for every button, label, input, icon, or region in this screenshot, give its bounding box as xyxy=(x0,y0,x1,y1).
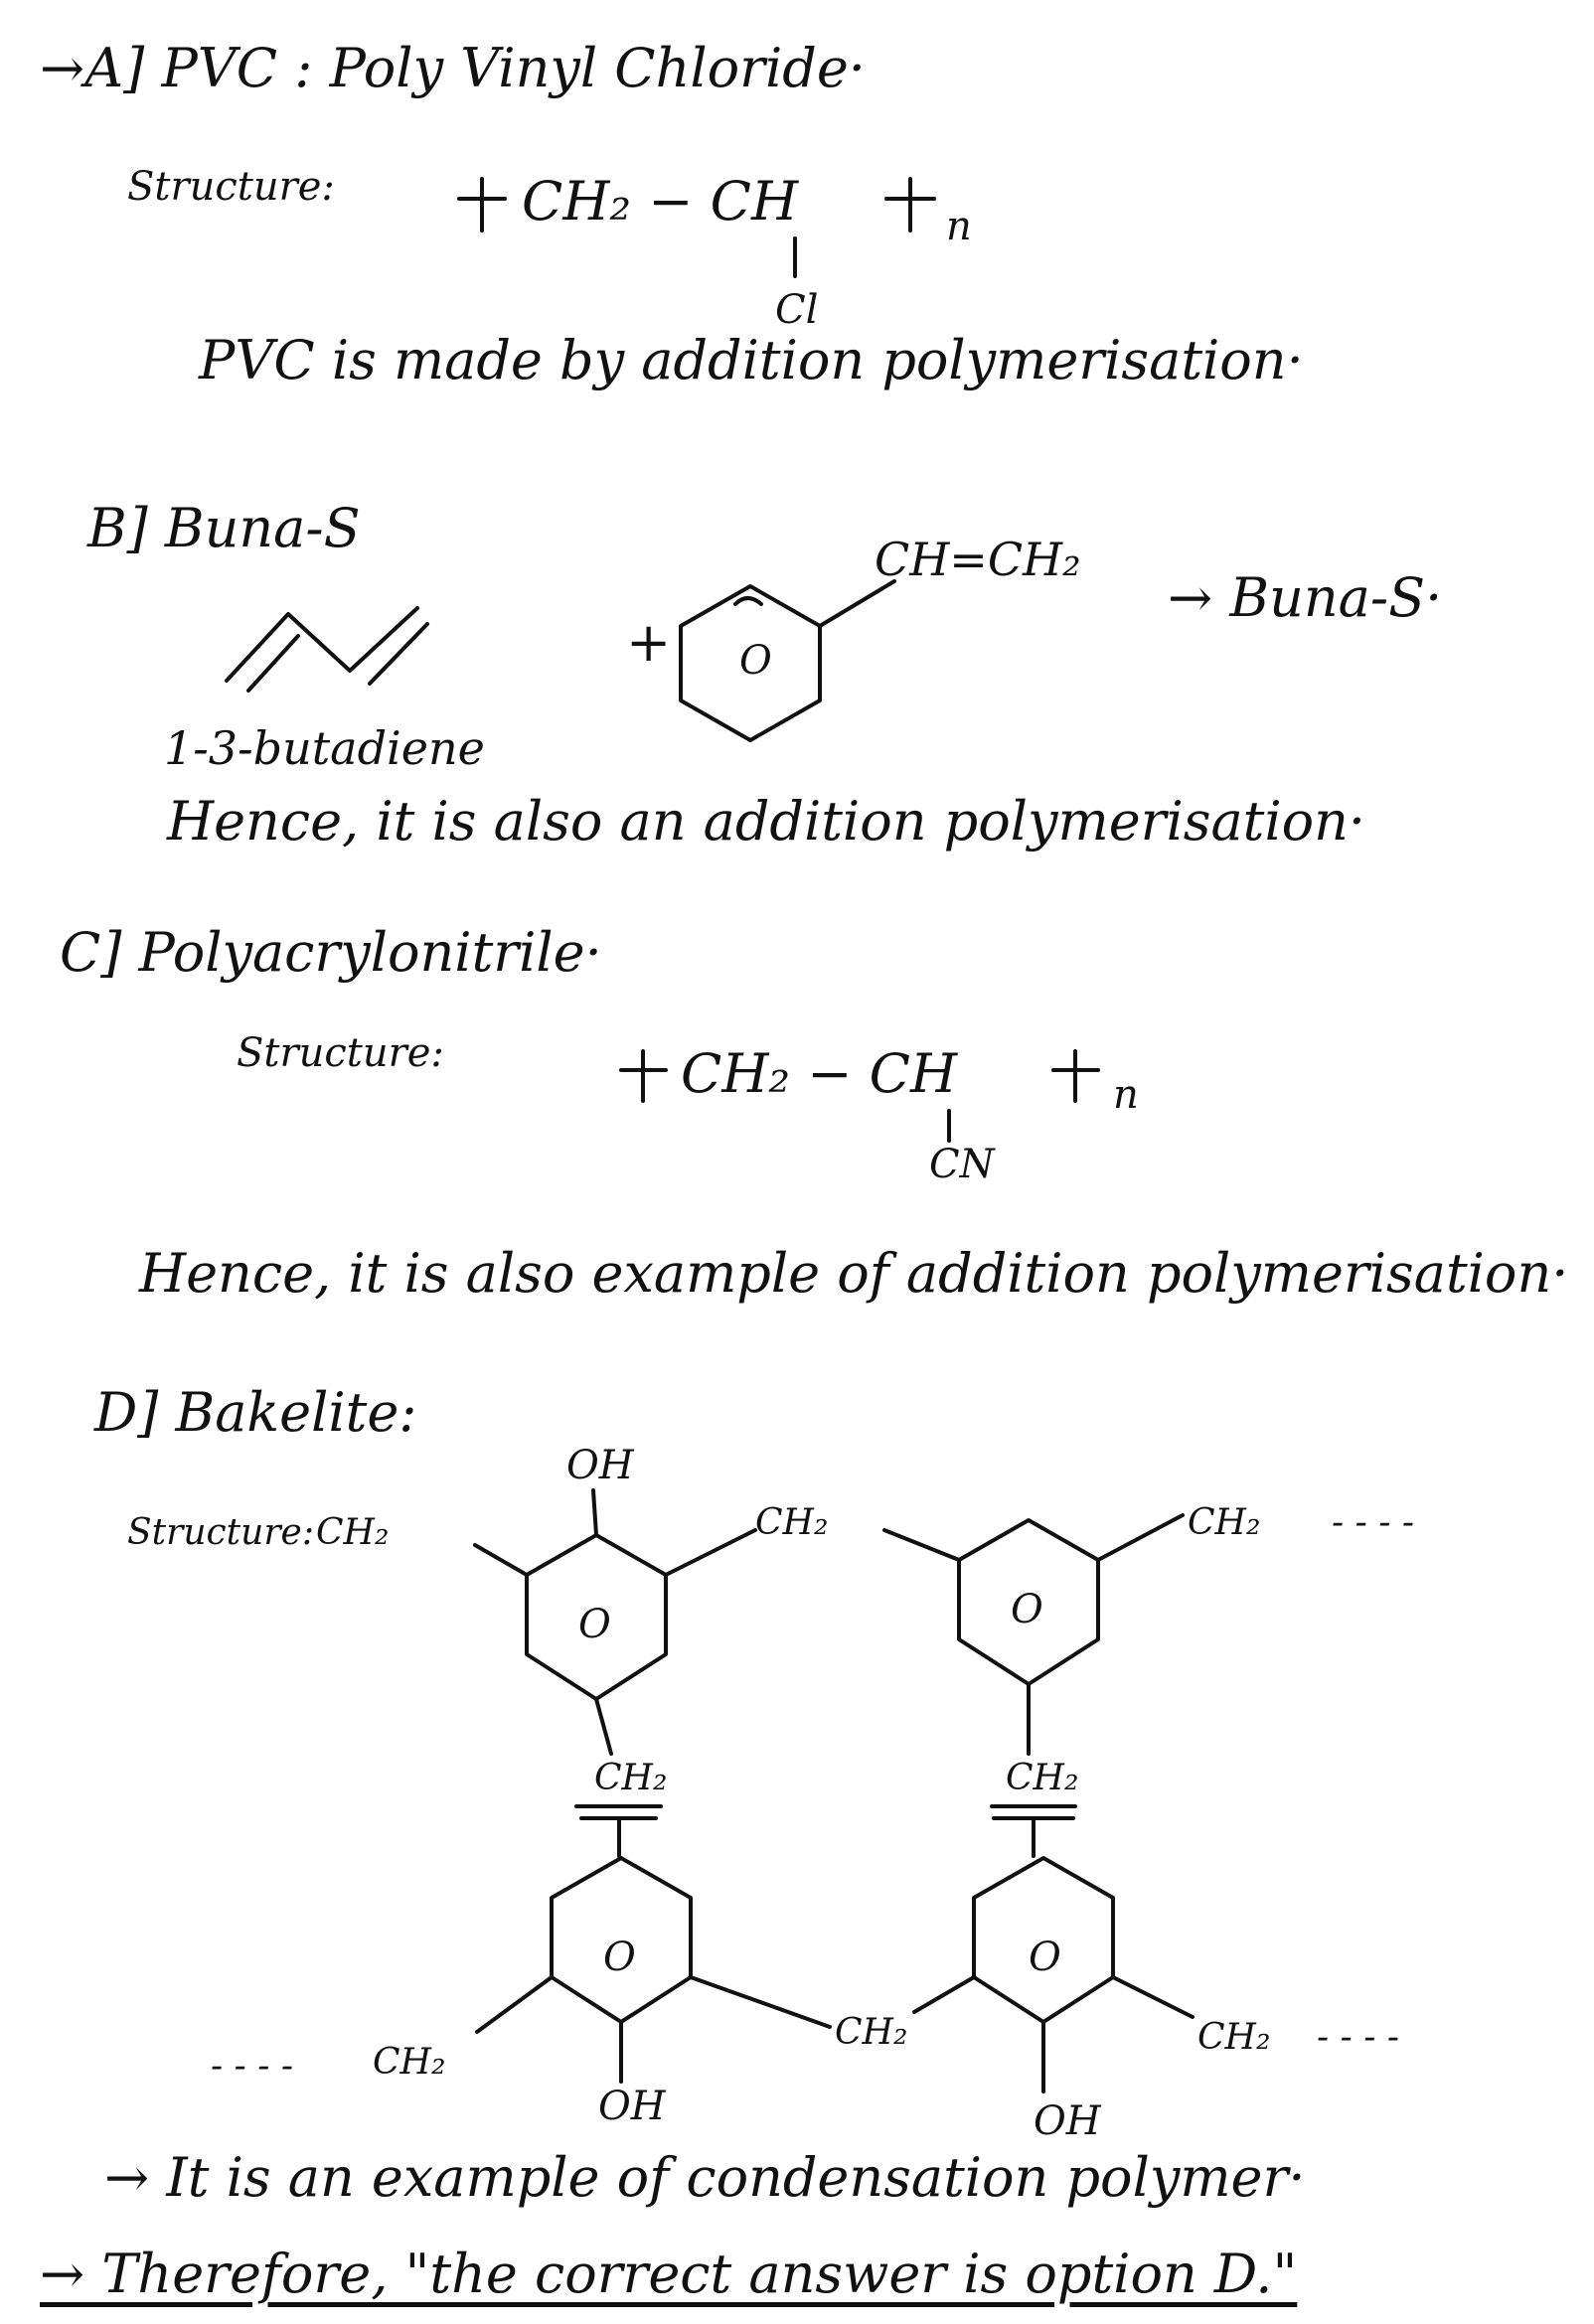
section-b-diene-label: 1-3-butadiene xyxy=(164,721,485,775)
butadiene-skeleton xyxy=(225,606,429,693)
pan-repeat-unit-brackets xyxy=(619,1049,1100,1143)
bakelite-ring2-center: O xyxy=(1011,1587,1043,1632)
section-c-formula-chain: CH₂ − CH xyxy=(681,1042,958,1105)
section-c-substituent: CN xyxy=(929,1142,995,1187)
section-b-heading: B] Buna-S xyxy=(87,497,361,559)
section-b-ring-center: O xyxy=(739,638,772,684)
bakelite-ring-4 xyxy=(912,1856,1195,2093)
bakelite-ch2-top-right: CH₂ xyxy=(1188,1502,1261,1543)
bakelite-dashes-top-right: - - - - xyxy=(1332,1502,1414,1543)
bakelite-ch2-top-middle: CH₂ xyxy=(755,1502,829,1543)
section-a-statement: PVC is made by addition polymerisation· xyxy=(199,329,1304,391)
section-c-heading: C] Polyacrylonitrile· xyxy=(60,921,602,984)
section-d-structure-label: Structure: xyxy=(127,1512,314,1553)
section-b-statement: Hence, it is also an addition polymerisa… xyxy=(167,790,1366,852)
bakelite-ch2-bottom-right: CH₂ xyxy=(1197,2017,1271,2058)
bakelite-ch2-left: CH₂ xyxy=(316,1512,390,1553)
bakelite-ring-3 xyxy=(475,1856,832,2084)
section-b-product: → Buna-S· xyxy=(1168,566,1443,629)
section-a-heading: →A] PVC : Poly Vinyl Chloride· xyxy=(40,37,866,99)
bakelite-oh-bottom-left: OH xyxy=(598,2084,666,2129)
bakelite-dashes-bottom-left: - - - - xyxy=(211,2046,293,2087)
section-d-conclusion: → It is an example of condensation polym… xyxy=(104,2146,1306,2209)
bakelite-ring-1 xyxy=(473,1488,757,1756)
bakelite-ch2-bridge-right: CH₂ xyxy=(1006,1758,1079,1798)
pvc-repeat-unit-brackets xyxy=(457,177,936,278)
bakelite-ring4-center: O xyxy=(1029,1935,1061,1980)
bakelite-oh-top: OH xyxy=(566,1443,634,1488)
section-c-statement: Hence, it is also example of addition po… xyxy=(139,1242,1569,1305)
bakelite-oh-bottom-right: OH xyxy=(1034,2098,1101,2144)
section-b-vinyl-group: CH=CH₂ xyxy=(875,533,1081,586)
section-c-structure-label: Structure: xyxy=(237,1030,444,1076)
section-a-repeat-n: n xyxy=(946,204,972,249)
section-a-formula-chain: CH₂ − CH xyxy=(522,170,799,232)
section-d-heading: D] Bakelite: xyxy=(94,1381,417,1444)
bakelite-ring-2 xyxy=(882,1513,1185,1756)
bakelite-ch2-bridge-left: CH₂ xyxy=(594,1758,668,1798)
section-a-structure-label: Structure: xyxy=(127,164,335,210)
styrene-ring xyxy=(679,579,896,742)
section-a-substituent: Cl xyxy=(775,287,819,333)
bakelite-dashes-bottom-right: - - - - xyxy=(1317,2017,1399,2058)
bakelite-ring3-center: O xyxy=(603,1935,636,1980)
bakelite-ch2-bottom-left: CH₂ xyxy=(373,2042,446,2083)
bakelite-ring1-center: O xyxy=(578,1602,611,1647)
section-b-plus: + xyxy=(626,611,672,674)
bakelite-ch2-bottom-middle: CH₂ xyxy=(835,2012,908,2053)
bakelite-vertical-bridges xyxy=(574,1804,1077,1858)
section-c-repeat-n: n xyxy=(1113,1072,1139,1118)
final-answer: → Therefore, "the correct answer is opti… xyxy=(40,2243,1298,2305)
